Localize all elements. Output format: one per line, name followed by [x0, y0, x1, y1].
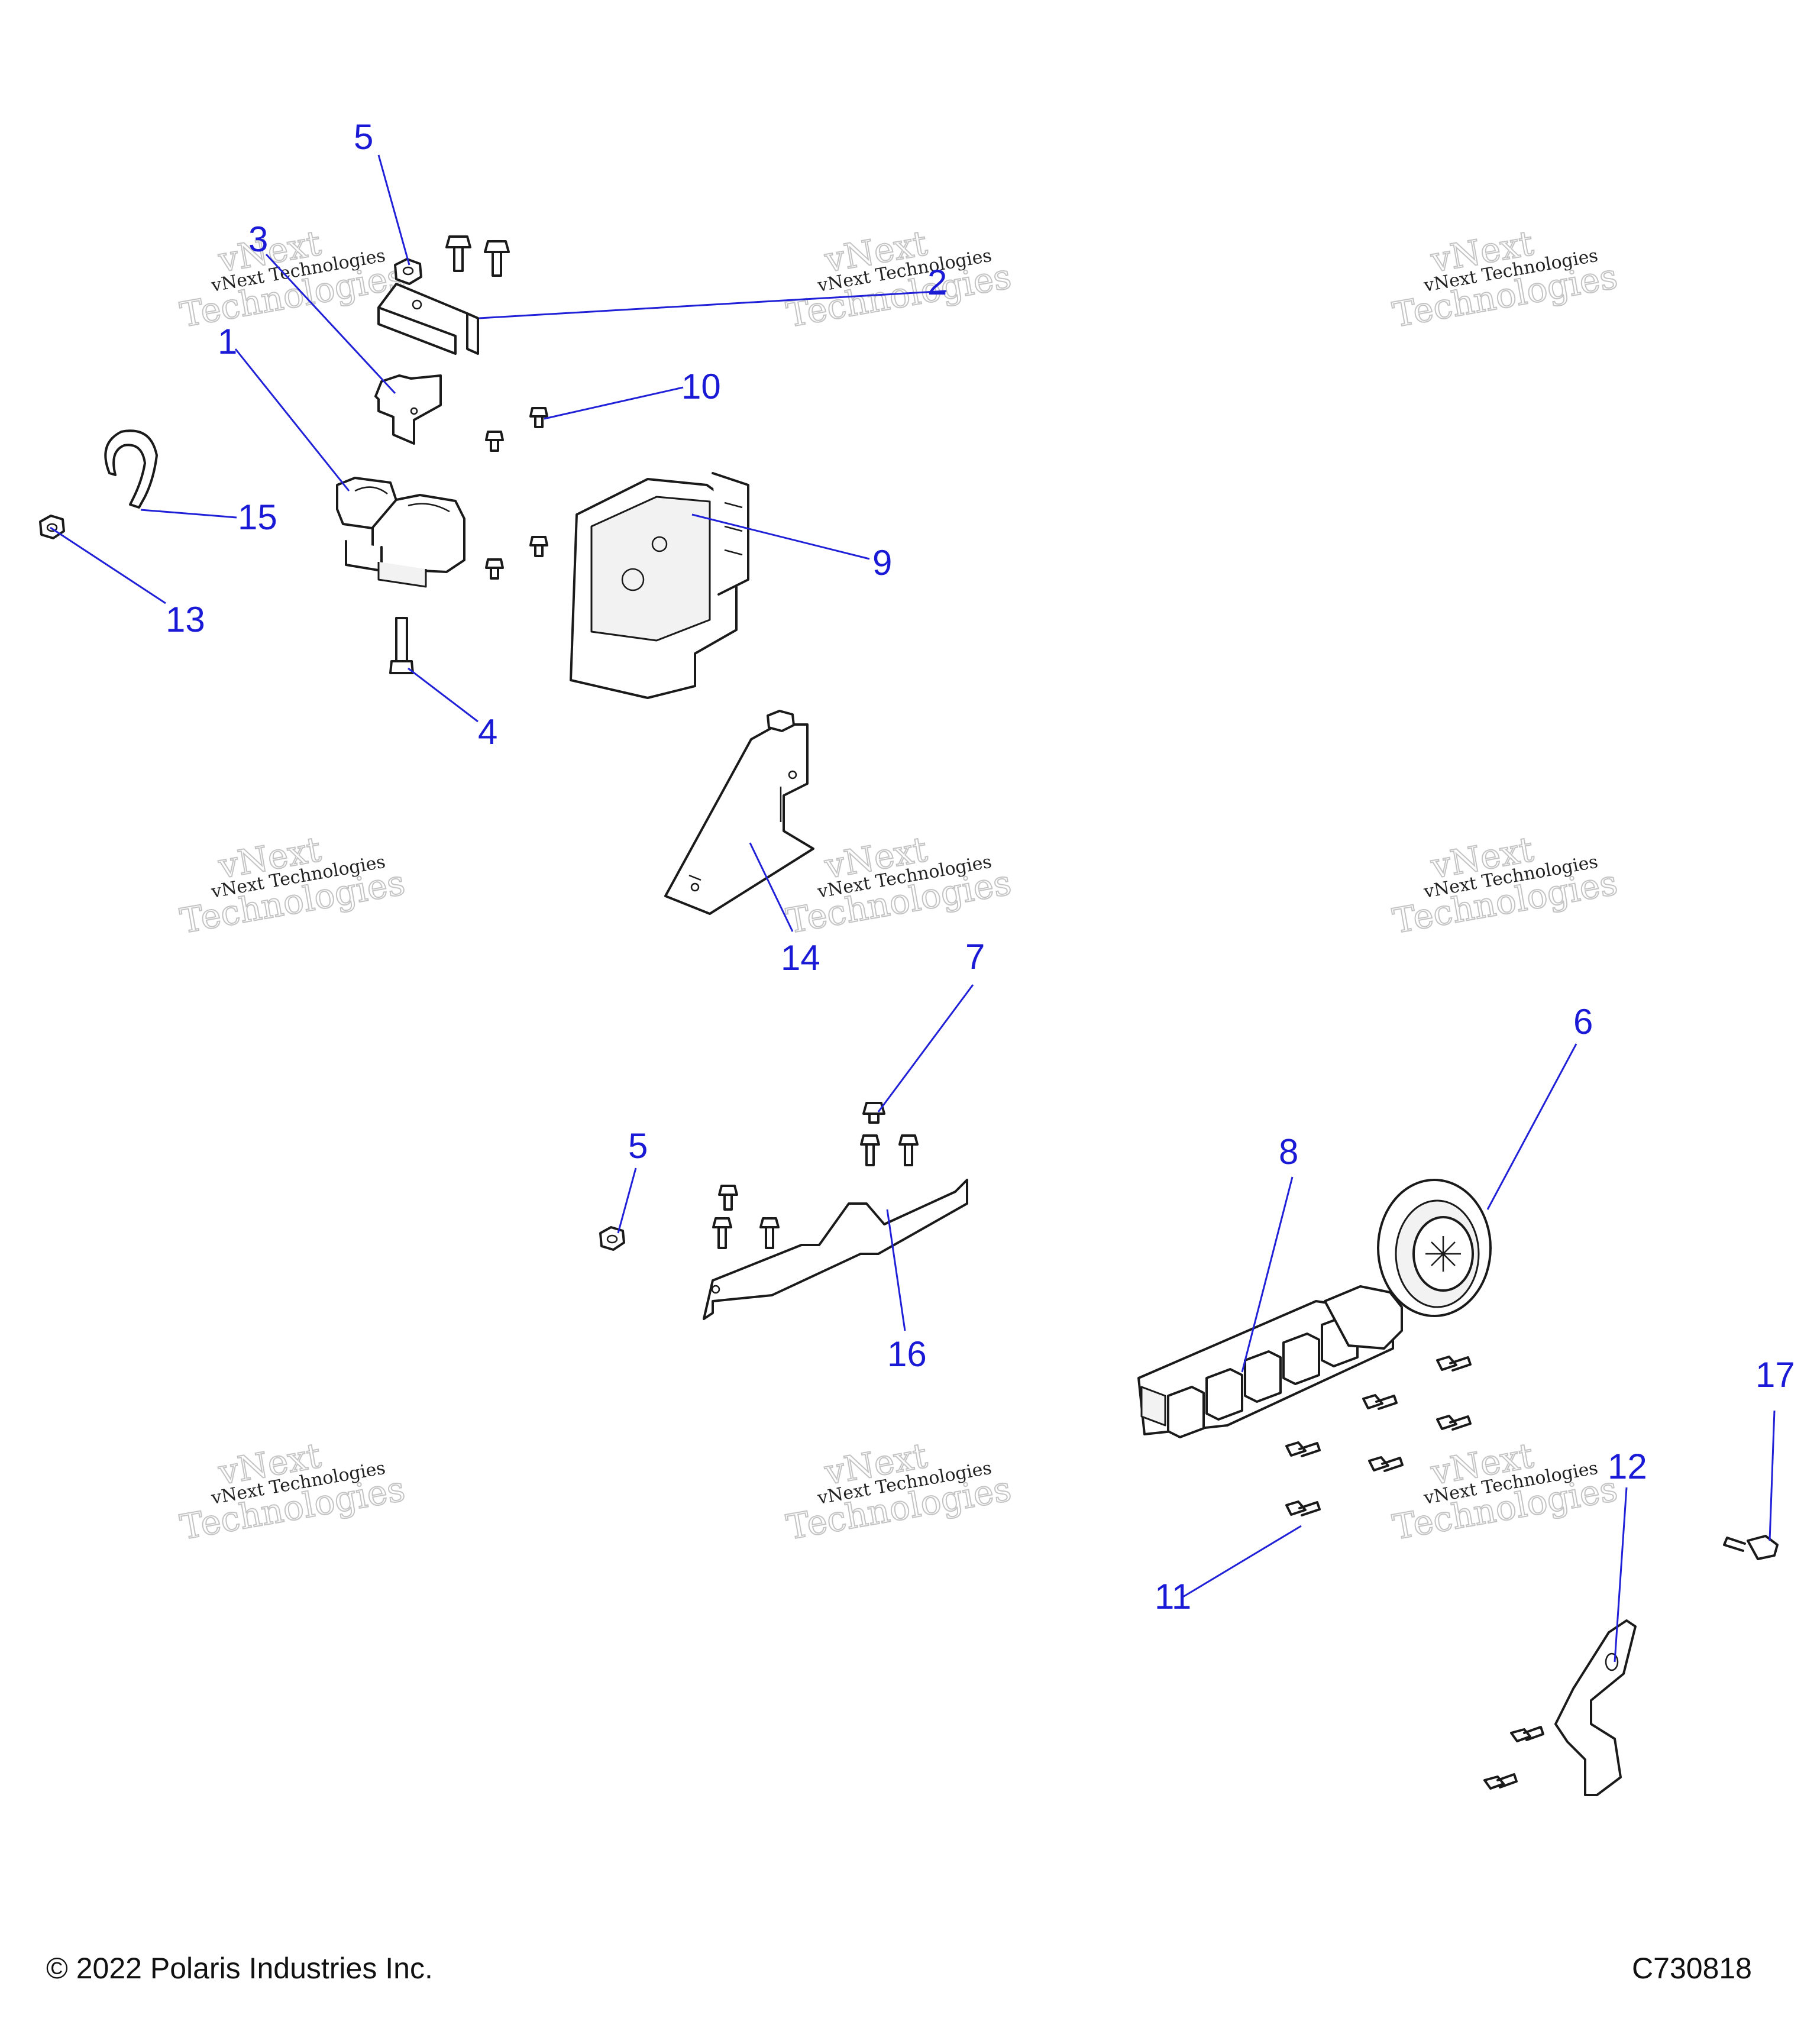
ignition-coil-1: [336, 477, 465, 588]
watermark-2: vNext vNext Technologies Technologies: [783, 222, 1015, 336]
bracket-12: [1483, 1619, 1637, 1796]
watermark-6: vNext vNext Technologies Technologies: [1389, 829, 1621, 942]
screws-11: [1285, 1356, 1472, 1516]
watermark-8: vNext vNext Technologies Technologies: [783, 1435, 1015, 1548]
callout-12: 12: [1608, 1447, 1647, 1486]
screws-ecu: [485, 407, 548, 580]
callout-9: 9: [872, 543, 892, 583]
callout-5-top: 5: [354, 117, 373, 157]
watermark-9: vNext vNext Technologies Technologies: [1389, 1435, 1621, 1548]
watermark-5: vNext vNext Technologies Technologies: [783, 829, 1015, 942]
bolt-17: [1723, 1535, 1779, 1560]
watermark-7: vNext vNext Technologies Technologies: [177, 1435, 409, 1548]
watermark-4: vNext vNext Technologies Technologies: [177, 829, 409, 942]
fuel-rail-8: [1137, 1285, 1403, 1438]
callout-11: 11: [1155, 1577, 1191, 1616]
throttle-body-6: [1377, 1179, 1492, 1317]
callout-7: 7: [965, 937, 985, 976]
parts: [39, 235, 1779, 1796]
callout-14: 14: [781, 938, 820, 978]
callout-4: 4: [478, 712, 497, 752]
callout-15: 15: [238, 497, 277, 537]
ecu-module-9: [570, 472, 749, 699]
callout-16: 16: [887, 1334, 927, 1374]
callout-5-lower: 5: [628, 1126, 648, 1166]
callout-3: 3: [248, 219, 268, 259]
watermark-3: vNext vNext Technologies Technologies: [1389, 222, 1621, 336]
callout-2: 2: [927, 263, 947, 302]
callout-17: 17: [1755, 1355, 1795, 1395]
callout-13: 13: [166, 600, 205, 639]
nut-5-lower: [599, 1226, 625, 1251]
callout-1: 1: [218, 322, 237, 361]
callout-10: 10: [681, 367, 721, 406]
bracket-2: [377, 283, 479, 355]
strap-15: [104, 429, 158, 509]
leader-lines: [50, 154, 1776, 1663]
long-bolt-4: [389, 617, 414, 674]
bolt-top-pair: [445, 235, 510, 277]
copyright-text: © 2022 Polaris Industries Inc.: [46, 1952, 433, 1985]
figure-id: C730818: [1632, 1952, 1752, 1985]
callout-6: 6: [1573, 1002, 1593, 1042]
bracket-3: [374, 374, 442, 445]
bracket-16: [703, 1179, 968, 1320]
bracket-14: [664, 710, 814, 915]
callouts: 5 3 2 1 10 15 13 9 4 14 7 6 5 8 16 17 12…: [166, 117, 1795, 1616]
bolts-16: [712, 1102, 919, 1249]
callout-8: 8: [1279, 1132, 1298, 1172]
watermark-1: vNext vNext Technologies Technologies: [177, 222, 409, 336]
